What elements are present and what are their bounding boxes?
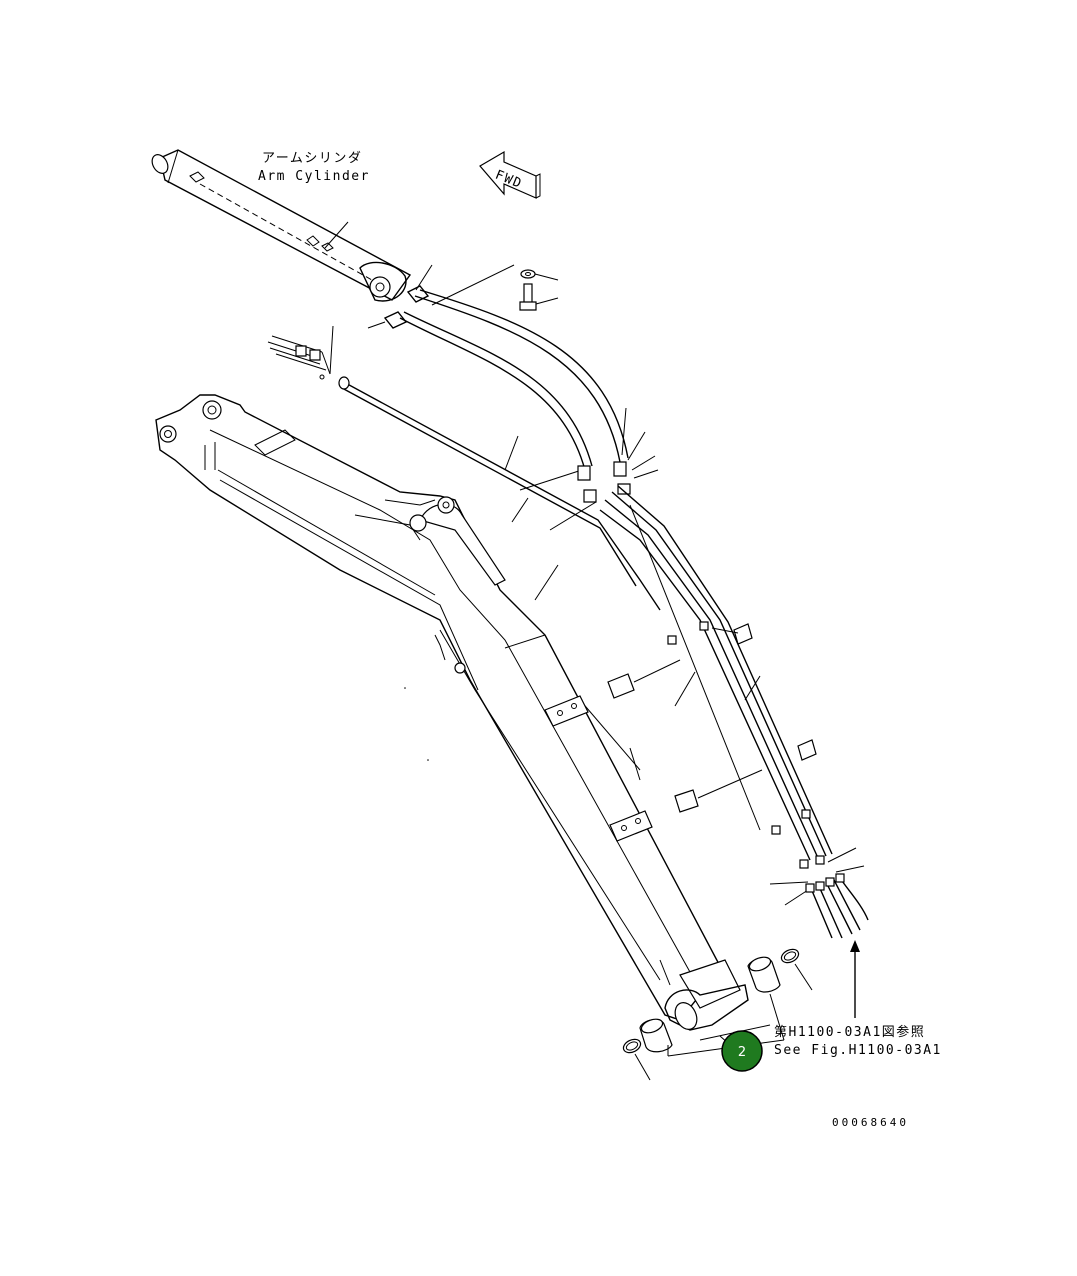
pin-fittings bbox=[267, 325, 334, 380]
callout-part-2-badge[interactable]: 2 bbox=[721, 1030, 763, 1072]
hose-bundle bbox=[599, 485, 833, 869]
stray-dot bbox=[427, 759, 429, 761]
fwd-arrow-icon: FWD bbox=[479, 150, 541, 199]
arm-cylinder-label-en: Arm Cylinder bbox=[258, 169, 370, 184]
drawing-number: 00068640 bbox=[832, 1116, 909, 1129]
clamps-arm bbox=[544, 623, 817, 842]
arm-boom bbox=[155, 394, 749, 1031]
see-figure-label-jp: 第H1100-03A1図参照 bbox=[774, 1024, 925, 1040]
see-figure-label-en: See Fig.H1100-03A1 bbox=[774, 1043, 942, 1058]
pipe-long bbox=[338, 376, 661, 611]
arm-cylinder-label-jp: アームシリンダ bbox=[262, 151, 362, 166]
clamp-upper bbox=[367, 264, 433, 329]
hose-ends-lower bbox=[769, 847, 869, 1018]
arm-cylinder bbox=[151, 149, 412, 302]
hose-upper-pair bbox=[399, 289, 659, 503]
stray-dot bbox=[404, 687, 406, 689]
bolt-washer bbox=[431, 264, 559, 311]
callout-number: 2 bbox=[738, 1045, 746, 1060]
